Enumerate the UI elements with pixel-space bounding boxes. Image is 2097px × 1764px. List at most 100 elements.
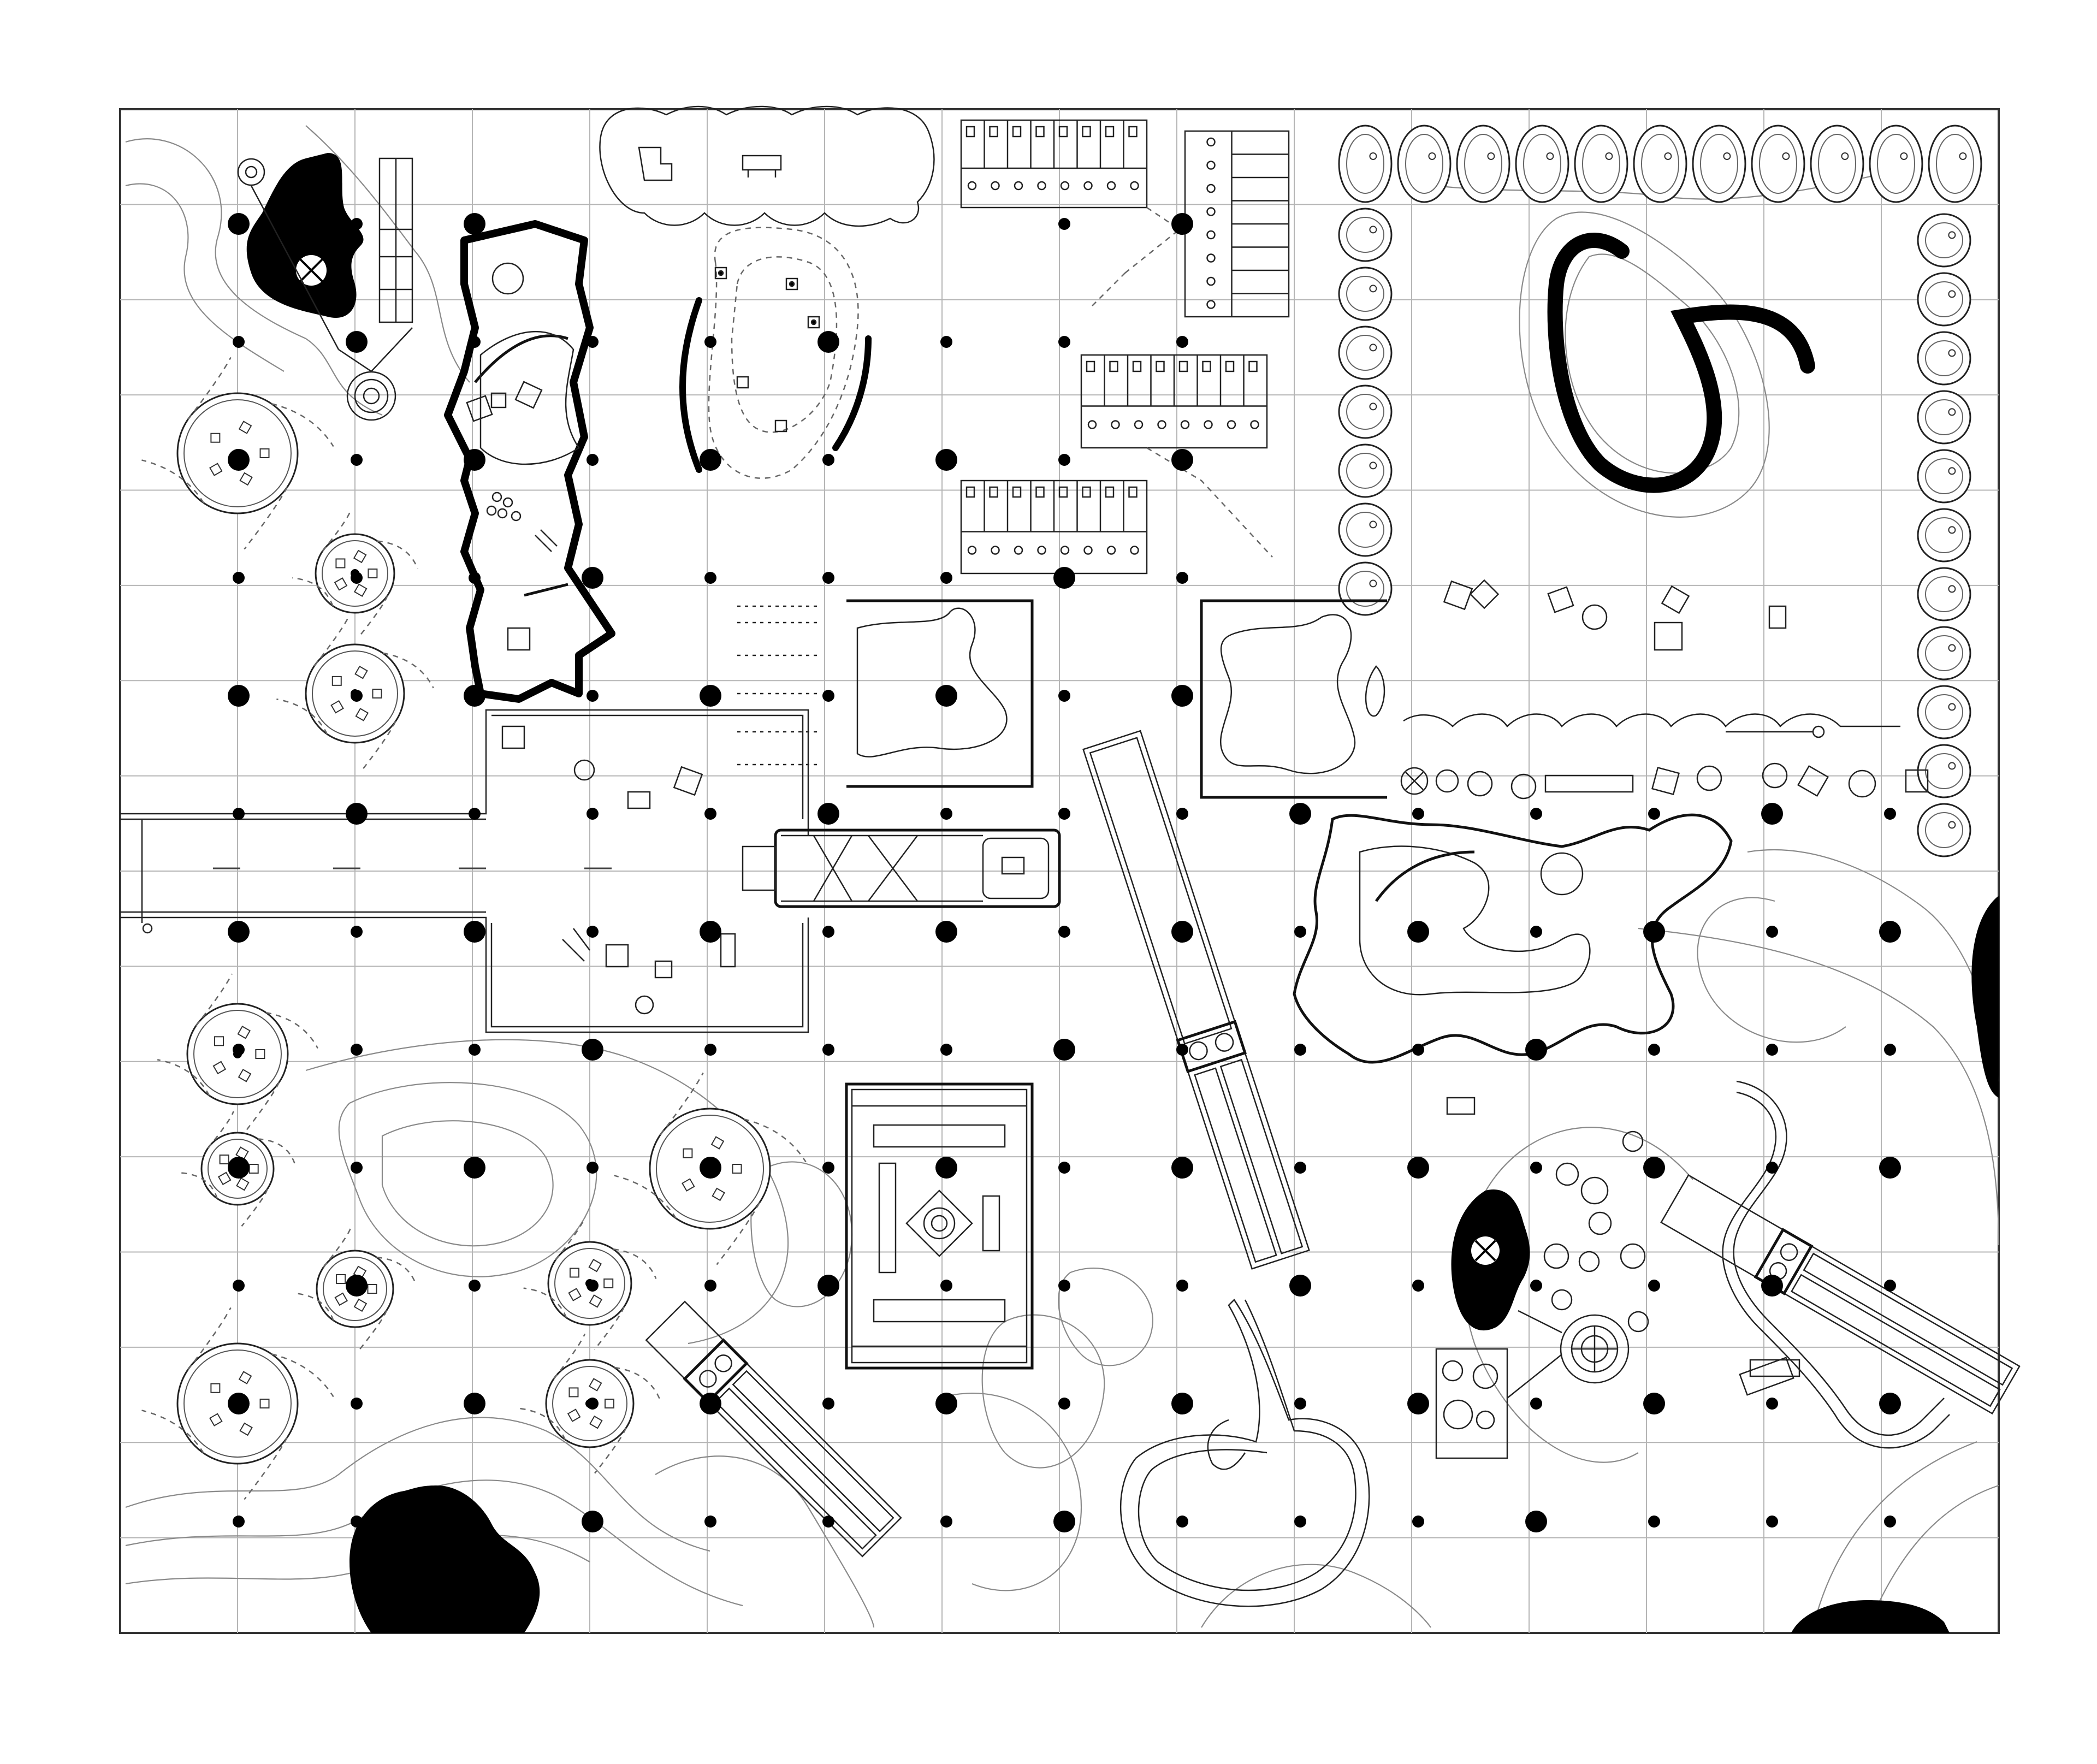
column-points <box>228 213 1901 1532</box>
column-point <box>1412 1280 1424 1292</box>
column-point <box>582 567 603 589</box>
column-point <box>1058 808 1070 820</box>
column-point <box>464 1393 485 1414</box>
column-point <box>469 336 481 348</box>
column-point <box>940 1044 952 1056</box>
column-point <box>1766 1398 1778 1410</box>
bus-vehicle <box>742 828 1061 908</box>
column-point <box>1294 1162 1306 1174</box>
column-point <box>228 1157 250 1179</box>
pod-cell <box>1917 508 1971 563</box>
loop-path <box>1119 1299 1370 1607</box>
column-point <box>1058 926 1070 938</box>
column-point <box>1648 1280 1660 1292</box>
pool-east <box>1971 896 1999 1098</box>
pod-cell <box>1917 803 1971 857</box>
column-point <box>1407 921 1429 943</box>
column-point <box>1058 1398 1070 1410</box>
column-point <box>1530 1280 1542 1292</box>
column-point <box>1530 926 1542 938</box>
column-point <box>1176 808 1188 820</box>
column-point <box>704 336 716 348</box>
curving-walkway <box>1722 1080 1950 1449</box>
column-point <box>1648 808 1660 820</box>
column-point <box>1884 808 1896 820</box>
column-point <box>1294 1044 1306 1056</box>
column-point <box>1176 336 1188 348</box>
pod-cell <box>1917 272 1971 327</box>
enclosure-north-west <box>444 220 615 703</box>
column-point <box>1176 1516 1188 1528</box>
column-point <box>1525 1511 1547 1532</box>
column-point <box>1648 1044 1660 1056</box>
pod-cell <box>1515 125 1569 203</box>
column-point <box>351 1398 363 1410</box>
column-point <box>464 685 485 707</box>
column-point <box>822 690 834 702</box>
pod-cell <box>1397 125 1452 203</box>
column-point <box>1643 1393 1665 1414</box>
column-point <box>1412 1044 1424 1056</box>
column-point <box>700 1393 721 1414</box>
column-point <box>233 336 245 348</box>
column-point <box>822 572 834 584</box>
column-point <box>587 808 599 820</box>
column-point <box>1171 213 1193 235</box>
pod-cell <box>1917 390 1971 445</box>
column-point <box>587 1162 599 1174</box>
column-point <box>822 926 834 938</box>
column-point <box>822 454 834 466</box>
pod-cell <box>1574 125 1628 203</box>
column-point <box>1884 1516 1896 1528</box>
pool-northwest <box>246 153 364 318</box>
pod-cell <box>1338 208 1393 262</box>
courtyard-b <box>1200 599 1387 799</box>
column-point <box>818 1275 839 1297</box>
pod-cell <box>1338 325 1393 380</box>
column-point <box>822 1398 834 1410</box>
column-point <box>1766 926 1778 938</box>
column-point <box>1176 1280 1188 1292</box>
column-point <box>1053 567 1075 589</box>
column-point <box>822 1044 834 1056</box>
blob-pavilion <box>1293 813 1733 1064</box>
oval-island <box>679 227 872 479</box>
conveyor-ramps <box>645 730 2021 1558</box>
column-point <box>1761 1275 1783 1297</box>
column-point <box>1058 1280 1070 1292</box>
column-point <box>587 926 599 938</box>
column-point <box>1766 1044 1778 1056</box>
kiosk-glyphs <box>501 725 1800 1377</box>
column-point <box>1171 1157 1193 1179</box>
column-point <box>582 1511 603 1532</box>
column-point <box>351 690 363 702</box>
column-point <box>704 1044 716 1056</box>
column-point <box>1294 926 1306 938</box>
column-point <box>1176 572 1188 584</box>
pod-cell <box>1338 384 1393 439</box>
column-point <box>1412 1516 1424 1528</box>
column-point <box>1294 1398 1306 1410</box>
column-point <box>935 449 957 471</box>
column-point <box>587 336 599 348</box>
column-point <box>1643 921 1665 943</box>
arc-wall-left <box>679 297 702 473</box>
column-point <box>1171 685 1193 707</box>
column-point <box>1884 1280 1896 1292</box>
column-point <box>464 213 485 235</box>
column-point <box>1289 803 1311 825</box>
column-point <box>228 685 250 707</box>
column-point <box>233 1280 245 1292</box>
column-point <box>1648 1516 1660 1528</box>
column-point <box>1053 1039 1075 1061</box>
column-point <box>1058 1162 1070 1174</box>
pod-cell <box>1456 125 1510 203</box>
column-point <box>704 572 716 584</box>
column-point <box>1879 1157 1901 1179</box>
column-point <box>582 1039 603 1061</box>
column-point <box>464 921 485 943</box>
column-point <box>1884 1044 1896 1056</box>
column-point <box>818 331 839 353</box>
orb-cluster-east <box>1435 1130 1649 1459</box>
